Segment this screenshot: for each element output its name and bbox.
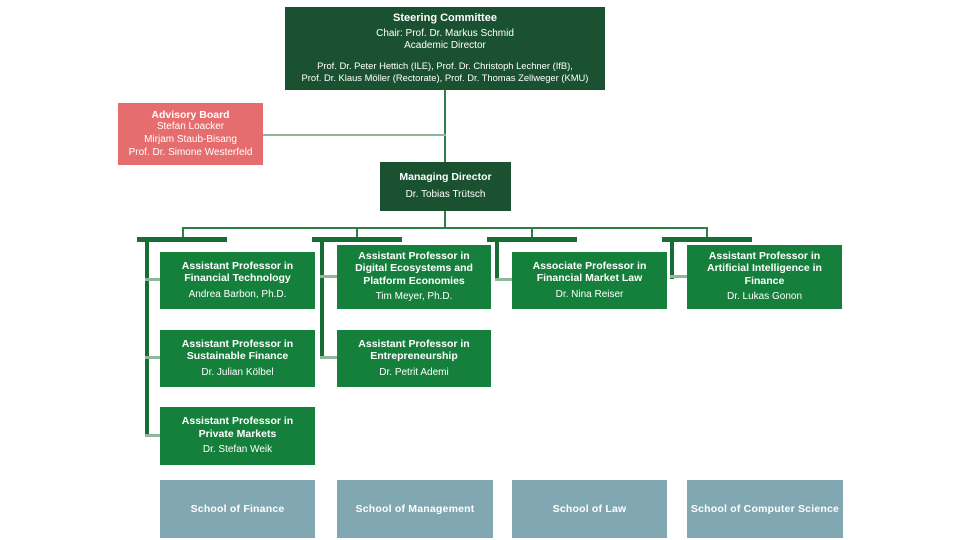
connector-drop-3 bbox=[531, 227, 533, 238]
professor-name: Andrea Barbon, Ph.D. bbox=[188, 288, 287, 300]
connector-advisory bbox=[262, 134, 446, 136]
stub-digital-ecosystems bbox=[320, 275, 338, 278]
professor-name: Dr. Stefan Weik bbox=[202, 444, 273, 456]
stub-sustainable-finance bbox=[145, 356, 161, 359]
advisory-board-title: Advisory Board bbox=[151, 108, 230, 121]
professor-title: Assistant Professor in Financial Technol… bbox=[181, 259, 294, 285]
steering-members-line-1: Prof. Dr. Peter Hettich (ILE), Prof. Dr.… bbox=[317, 60, 573, 72]
professor-title: Assistant Professor in Digital Ecosystem… bbox=[355, 249, 473, 287]
steering-committee-members: Prof. Dr. Peter Hettich (ILE), Prof. Dr.… bbox=[302, 60, 589, 84]
school-label: School of Computer Science bbox=[690, 502, 840, 515]
branch-line-1 bbox=[145, 237, 149, 437]
managing-director-title: Managing Director bbox=[399, 171, 492, 184]
school-box-finance: School of Finance bbox=[160, 480, 315, 538]
advisory-board-box: Advisory Board Stefan Loacker Mirjam Sta… bbox=[118, 103, 263, 165]
stub-entrepreneurship bbox=[320, 356, 338, 359]
professor-box-private-markets: Assistant Professor in Private Markets D… bbox=[160, 407, 315, 465]
advisory-board-member: Mirjam Staub-Bisang bbox=[144, 133, 237, 145]
professor-box-ai-finance: Assistant Professor in Artificial Intell… bbox=[687, 245, 842, 309]
connector-drop-4 bbox=[706, 227, 708, 238]
stub-private-markets bbox=[145, 434, 161, 437]
advisory-board-member: Prof. Dr. Simone Westerfeld bbox=[128, 146, 253, 158]
branch-line-2 bbox=[320, 237, 324, 359]
school-label: School of Management bbox=[355, 502, 475, 515]
steering-members-line-2: Prof. Dr. Klaus Möller (Rectorate), Prof… bbox=[301, 72, 589, 84]
professor-title: Associate Professor in Financial Market … bbox=[532, 259, 647, 285]
school-box-management: School of Management bbox=[337, 480, 493, 538]
professor-name: Dr. Petrit Ademi bbox=[379, 366, 449, 378]
managing-director-name: Dr. Tobias Trütsch bbox=[405, 188, 486, 200]
stub-ai-finance bbox=[670, 275, 688, 278]
professor-title: Assistant Professor in Private Markets bbox=[181, 415, 294, 440]
professor-title: Assistant Professor in Entrepreneurship bbox=[358, 337, 470, 363]
professor-title: Assistant Professor in Artificial Intell… bbox=[707, 249, 822, 287]
school-box-computer-science: School of Computer Science bbox=[687, 480, 843, 538]
professor-name: Dr. Julian Kölbel bbox=[201, 366, 274, 378]
professor-box-financial-technology: Assistant Professor in Financial Technol… bbox=[160, 252, 315, 309]
steering-committee-role: Academic Director bbox=[404, 40, 486, 52]
stub-financial-market-law bbox=[495, 278, 513, 281]
professor-box-digital-ecosystems: Assistant Professor in Digital Ecosystem… bbox=[337, 245, 491, 309]
connector-steering-managing bbox=[444, 90, 446, 162]
branch-line-3 bbox=[495, 237, 499, 281]
managing-director-box: Managing Director Dr. Tobias Trütsch bbox=[380, 162, 511, 211]
branch-bar-4 bbox=[662, 237, 752, 242]
connector-drop-2 bbox=[356, 227, 358, 238]
branch-bar-2 bbox=[312, 237, 402, 242]
branch-line-4 bbox=[670, 237, 674, 279]
steering-committee-title: Steering Committee bbox=[393, 12, 497, 25]
school-label: School of Law bbox=[552, 502, 627, 515]
school-box-law: School of Law bbox=[512, 480, 667, 538]
steering-committee-box: Steering Committee Chair: Prof. Dr. Mark… bbox=[285, 7, 605, 90]
professor-name: Tim Meyer, Ph.D. bbox=[375, 291, 453, 303]
branch-bar-3 bbox=[487, 237, 577, 242]
professor-title: Assistant Professor in Sustainable Finan… bbox=[181, 337, 294, 363]
professor-box-sustainable-finance: Assistant Professor in Sustainable Finan… bbox=[160, 330, 315, 387]
professor-name: Dr. Nina Reiser bbox=[555, 288, 624, 300]
connector-trunk-horizontal bbox=[182, 227, 708, 229]
school-label: School of Finance bbox=[190, 502, 285, 515]
branch-bar-1 bbox=[137, 237, 227, 242]
connector-drop-1 bbox=[182, 227, 184, 238]
professor-name: Dr. Lukas Gonon bbox=[726, 291, 803, 303]
steering-committee-chair: Chair: Prof. Dr. Markus Schmid bbox=[376, 27, 514, 39]
professor-box-entrepreneurship: Assistant Professor in Entrepreneurship … bbox=[337, 330, 491, 387]
connector-managing-trunk bbox=[444, 211, 446, 228]
professor-box-financial-market-law: Associate Professor in Financial Market … bbox=[512, 252, 667, 309]
stub-financial-technology bbox=[145, 278, 161, 281]
advisory-board-member: Stefan Loacker bbox=[156, 121, 225, 133]
